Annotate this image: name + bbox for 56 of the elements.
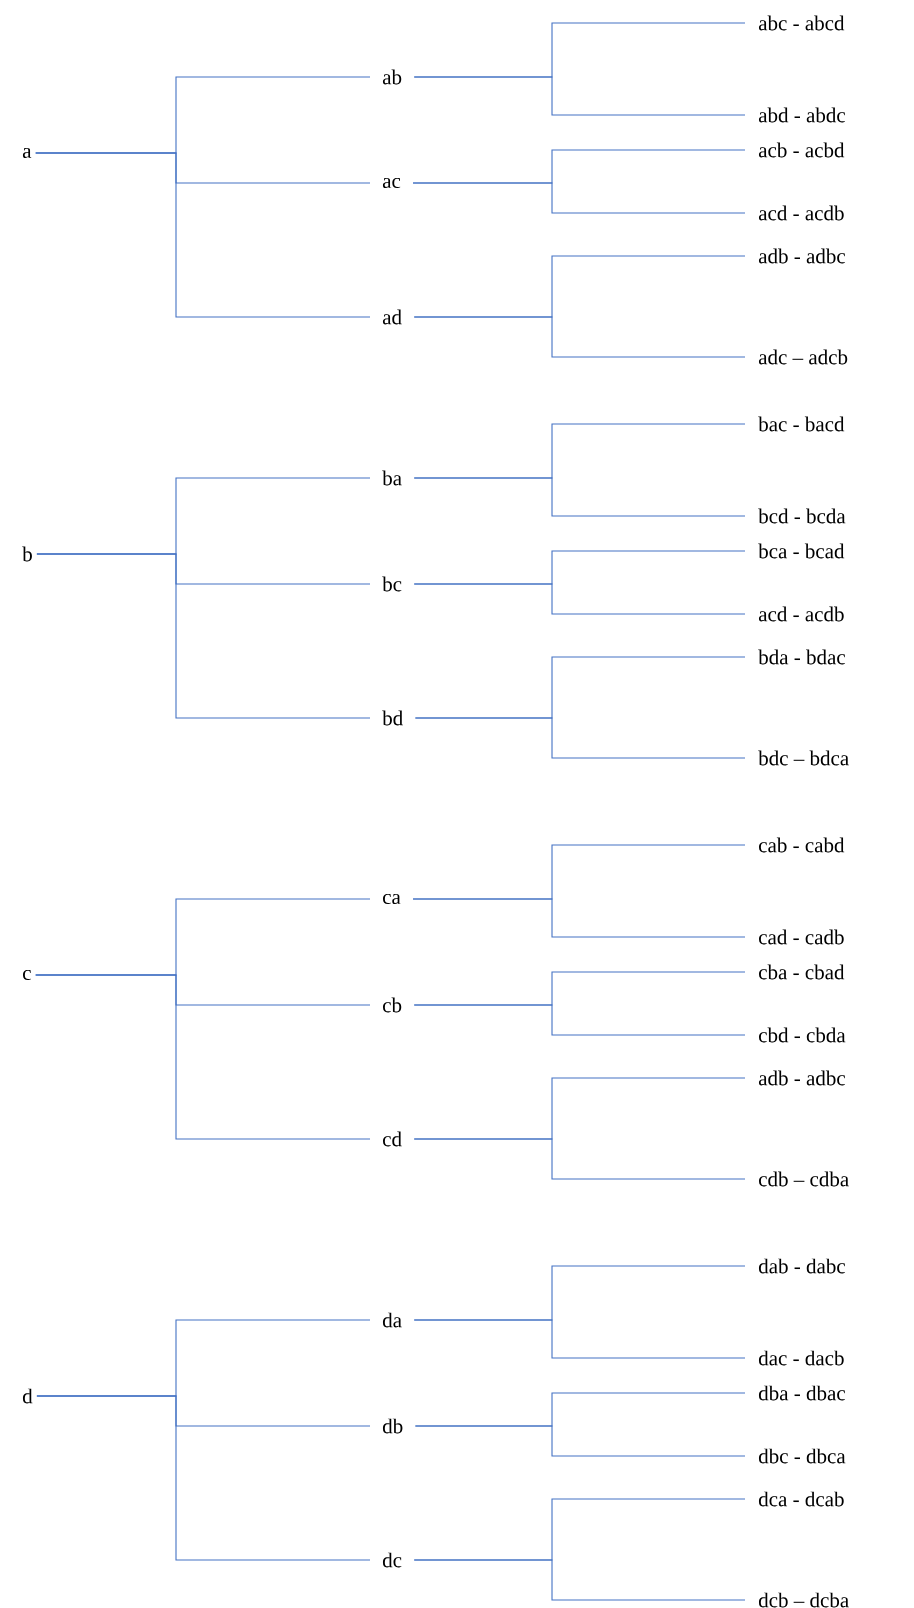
connector-line [413,76,746,116]
connector-line [414,1425,746,1457]
connector-line [413,1004,746,1036]
branch-label: db [382,1418,403,1434]
leaf-label: cad - cadb [759,929,844,945]
leaf-label: adc – adcb [758,349,848,365]
leaf-label: acd - acdb [758,205,844,221]
branch-label: ad [382,309,402,325]
leaf-label: dbc - dbca [758,1448,846,1464]
leaf-label: bac - bacd [758,416,845,432]
root-label: a [22,148,32,159]
connector-line [412,182,746,214]
leaf-label: bda - bdac [758,649,845,665]
branch-label: ba [382,470,402,486]
leaf-label: dac - dacb [758,1350,844,1366]
root-label: b [22,546,32,562]
leaf-label: cba - cbad [759,964,845,980]
branch-label: dc [382,1552,402,1568]
connector-line [413,1138,746,1180]
leaf-label: acb - acbd [758,142,845,158]
leaf-label: dba - dbac [758,1385,845,1401]
connector-line [413,477,746,517]
leaf-label: bcd - bcda [758,508,846,524]
leaf-label: cab - cabd [759,837,845,853]
connector-line [36,1395,371,1561]
branch-label: ca [383,893,401,905]
root-label: d [22,1388,33,1404]
connector-line [413,316,746,358]
connector-line [413,583,746,615]
connector-line [36,553,371,719]
branch-label: cd [383,1131,402,1147]
branch-label: da [382,1312,402,1328]
leaf-label: bca - bcad [758,543,845,559]
leaf-label: abc - abcd [758,15,845,31]
connector-line [413,1319,746,1359]
connector-line [414,717,746,759]
branch-label: cb [383,997,402,1013]
leaf-label: cdb – cdba [759,1171,849,1187]
connector-line [35,152,371,318]
leaf-label: dca - dcab [758,1491,844,1507]
branch-label: bd [382,710,403,726]
branch-label: ac [382,177,401,189]
leaf-label: adb - adbc [758,1070,845,1086]
leaf-label: adb - adbc [758,248,845,264]
leaf-label: abd - abdc [758,107,845,123]
leaf-label: cbd - cbda [759,1027,846,1043]
leaf-label: dab - dabc [758,1258,845,1274]
branch-label: bc [382,576,402,592]
connector-line [413,1559,746,1601]
connector-line [412,898,746,938]
leaf-label: dcb – dcba [758,1592,849,1608]
connector-line [35,974,371,1140]
leaf-label: bdc – bdca [758,750,849,766]
branch-label: ab [382,69,402,85]
root-label: c [23,969,31,981]
leaf-label: acd - acdb [758,606,844,622]
